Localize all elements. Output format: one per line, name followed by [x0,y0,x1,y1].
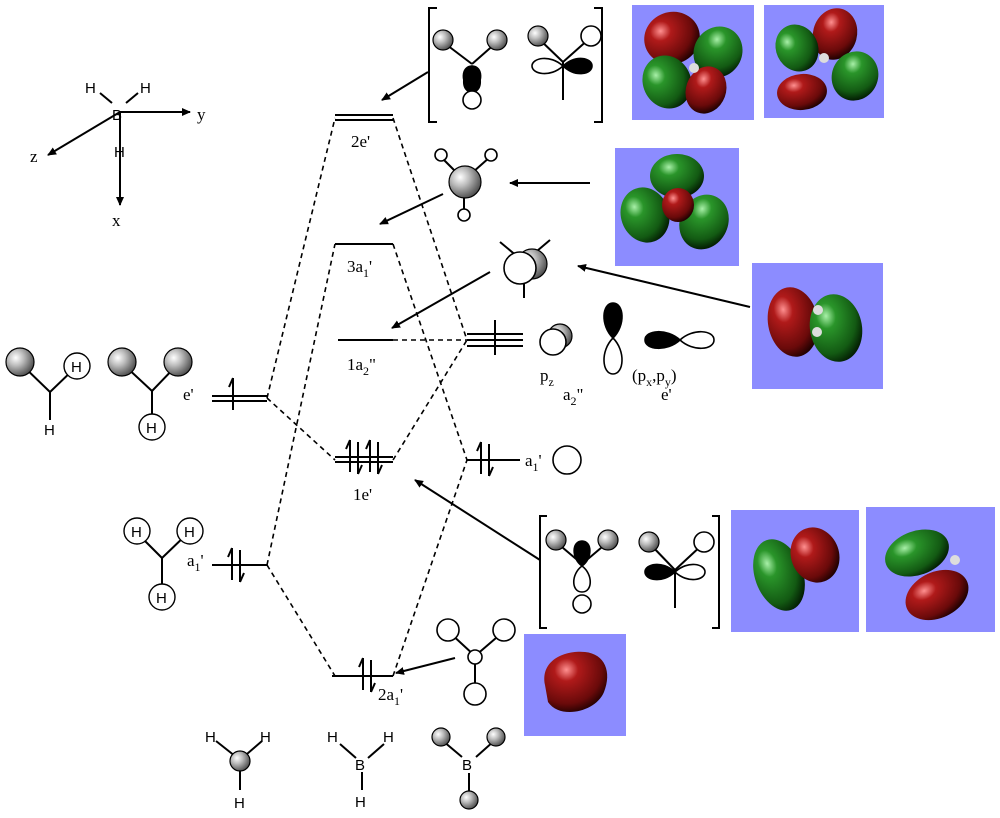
arrows [379,71,751,675]
boron-label: B [462,757,472,774]
orbital-render-2e-a [632,5,754,120]
h3-e-level: e' [183,377,267,410]
mo-label-1a2: 1a2" [347,355,376,378]
orbital-render-1e-b [866,507,995,632]
correlation-lines [266,117,468,677]
y-axis-label: y [197,105,206,124]
p-orbital-vertical-icon [603,302,623,375]
atom-label: H [156,590,167,607]
p-orbital-horizontal-icon [644,330,715,350]
atom-label: H [260,729,271,746]
atom-label: H [205,729,216,746]
atom-label: H [355,794,366,811]
bracket-2e-lcaos [428,7,603,123]
a2-label: a2" [563,385,584,408]
axis-h-label: H [114,144,125,161]
e-label: e' [661,385,672,404]
atom-label: H [44,422,55,439]
axis-h-label: H [85,80,96,97]
atom-label: H [234,795,245,812]
lcao-1a2 [499,239,551,298]
coordinate-axes: H H B H y x z [30,80,206,230]
bh3-ball-model: H H H [205,729,271,812]
mo-label-3a1: 3a1' [347,257,372,280]
boron-label: B [355,757,365,774]
lcao-3a1 [434,148,498,222]
h3-e-salc-2: H [107,347,193,441]
atom-label: H [131,524,142,541]
h3-a1-level: a1' [187,547,267,583]
orbital-render-1e-a [731,510,859,632]
mo-label-2e: 2e' [351,132,370,151]
pxpy-label: (px,py) [632,366,677,389]
orbital-render-1a2 [752,263,883,389]
boron-p-levels [467,320,523,355]
mo-level-2e: 2e' [335,114,393,151]
b-fragment-model: B [431,727,506,810]
mo-label-2a1: 2a1' [378,685,403,708]
orbital-render-3a1 [615,148,739,266]
h3-a1-label: a1' [187,551,204,574]
atom-label: H [327,729,338,746]
bracket-1e-lcaos [539,515,720,629]
lcao-2a1 [436,618,516,706]
atom-label: H [146,420,157,437]
mo-level-1a2: 1a2" [338,339,393,378]
x-axis-label: x [112,211,121,230]
mo-level-1e: 1e' [335,439,393,504]
h3-e-label: e' [183,385,194,404]
axis-b-label: B [112,107,122,124]
axis-h-label: H [140,80,151,97]
z-axis-label: z [30,147,38,166]
pz-label: pz [540,366,554,389]
mo-label-1e: 1e' [353,485,372,504]
orbital-render-2e-b [764,5,884,118]
boron-s-level: a1' [467,441,582,477]
s-orbital-icon [552,445,582,475]
atom-label: H [71,359,82,376]
h3-e-salc-1: H H [5,347,91,439]
pz-orbital-icon [539,323,573,356]
atom-label: H [184,524,195,541]
orbital-render-2a1 [524,634,626,736]
atom-label: H [383,729,394,746]
mo-level-2a1: 2a1' [332,657,403,708]
h3-a1-salc: H H H [123,517,204,611]
bh3-line-model: H H B H [327,729,394,811]
mo-level-3a1: 3a1' [335,243,393,280]
boron-a1-label: a1' [525,451,542,474]
